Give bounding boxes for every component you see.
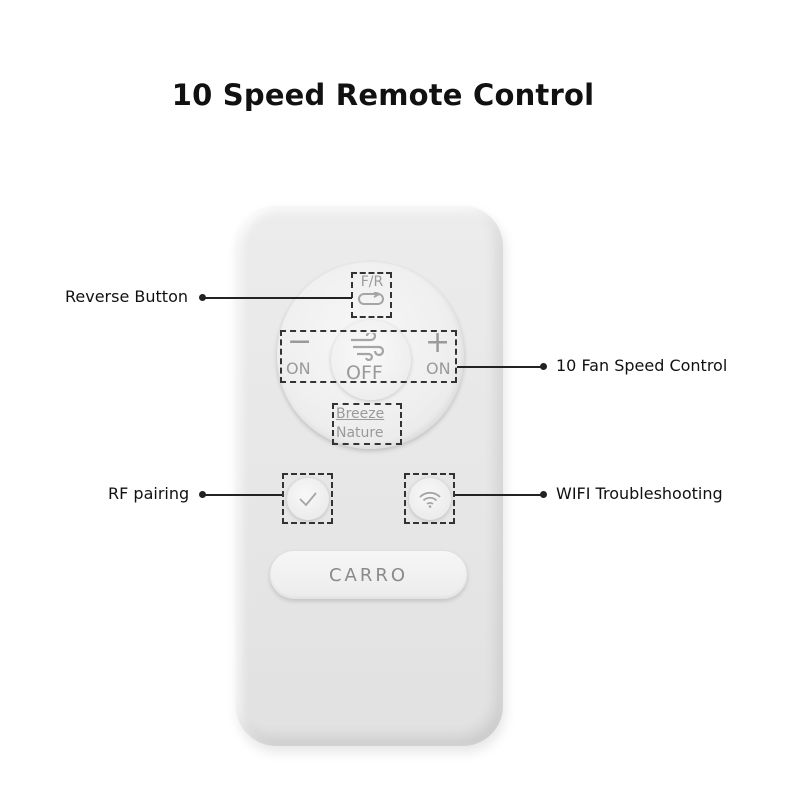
reverse-button-highlight[interactable] (351, 272, 392, 318)
wifi-icon (419, 491, 441, 508)
wifi-button[interactable] (409, 478, 451, 520)
wind-icon (351, 333, 385, 361)
rf-pairing-button[interactable] (287, 478, 329, 520)
callout-rf-pairing: RF pairing (108, 484, 190, 503)
breeze-label: Breeze (336, 406, 385, 422)
speed-down-on-label: ON (286, 359, 311, 378)
off-label: OFF (346, 362, 383, 384)
check-icon (299, 492, 317, 507)
callout-line (203, 494, 282, 496)
callout-line (455, 494, 543, 496)
callout-dot (199, 491, 206, 498)
page-title: 10 Speed Remote Control (171, 78, 595, 112)
brand-logo: CARRO (328, 565, 409, 586)
breeze-nature-button[interactable] (332, 403, 402, 445)
fr-label: F/R (360, 274, 384, 290)
callout-line (203, 297, 352, 299)
speed-up-on-label: ON (426, 359, 451, 378)
callout-dot (540, 363, 547, 370)
fan-speed-highlight[interactable] (280, 330, 457, 383)
nature-label: Nature (336, 425, 384, 441)
callout-fan-speed: 10 Fan Speed Control (556, 356, 728, 375)
wifi-highlight (404, 473, 455, 524)
rf-pairing-highlight (282, 473, 333, 524)
callout-reverse-button: Reverse Button (65, 287, 188, 306)
reverse-arrows-icon (358, 292, 384, 305)
callout-dot (540, 491, 547, 498)
speed-up-symbol: + (425, 325, 451, 360)
callout-dot (199, 294, 206, 301)
callout-wifi: WIFI Troubleshooting (556, 484, 723, 503)
callout-line (457, 366, 543, 368)
brand-button[interactable] (270, 551, 467, 599)
